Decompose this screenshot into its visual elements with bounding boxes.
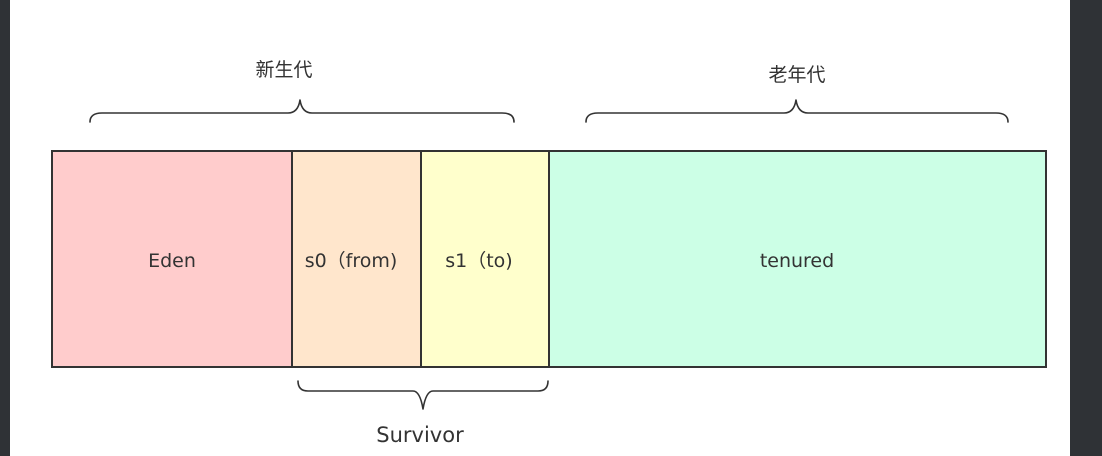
old-generation-brace xyxy=(585,99,1009,123)
region-s0-box xyxy=(291,150,422,368)
old-generation-label: 老年代 xyxy=(768,64,825,86)
region-tenured-box xyxy=(548,150,1047,368)
region-eden-box xyxy=(51,150,293,368)
region-s0-label: s0（from) xyxy=(305,250,398,272)
diagram-canvas: 新生代 老年代 Eden s0（from) s1（to) tenured Sur… xyxy=(10,0,1070,456)
survivor-brace xyxy=(297,380,549,410)
young-generation-label: 新生代 xyxy=(255,59,312,81)
region-s1-box xyxy=(420,150,550,368)
young-generation-brace xyxy=(89,99,515,123)
region-s1-label: s1（to) xyxy=(445,250,512,272)
jvm-heap-diagram: 新生代 老年代 Eden s0（from) s1（to) tenured Sur… xyxy=(51,59,1047,447)
region-tenured-label: tenured xyxy=(760,250,834,272)
region-eden-label: Eden xyxy=(148,250,196,272)
heap-regions: Eden s0（from) s1（to) tenured xyxy=(51,150,1047,368)
survivor-label: Survivor xyxy=(376,423,464,447)
